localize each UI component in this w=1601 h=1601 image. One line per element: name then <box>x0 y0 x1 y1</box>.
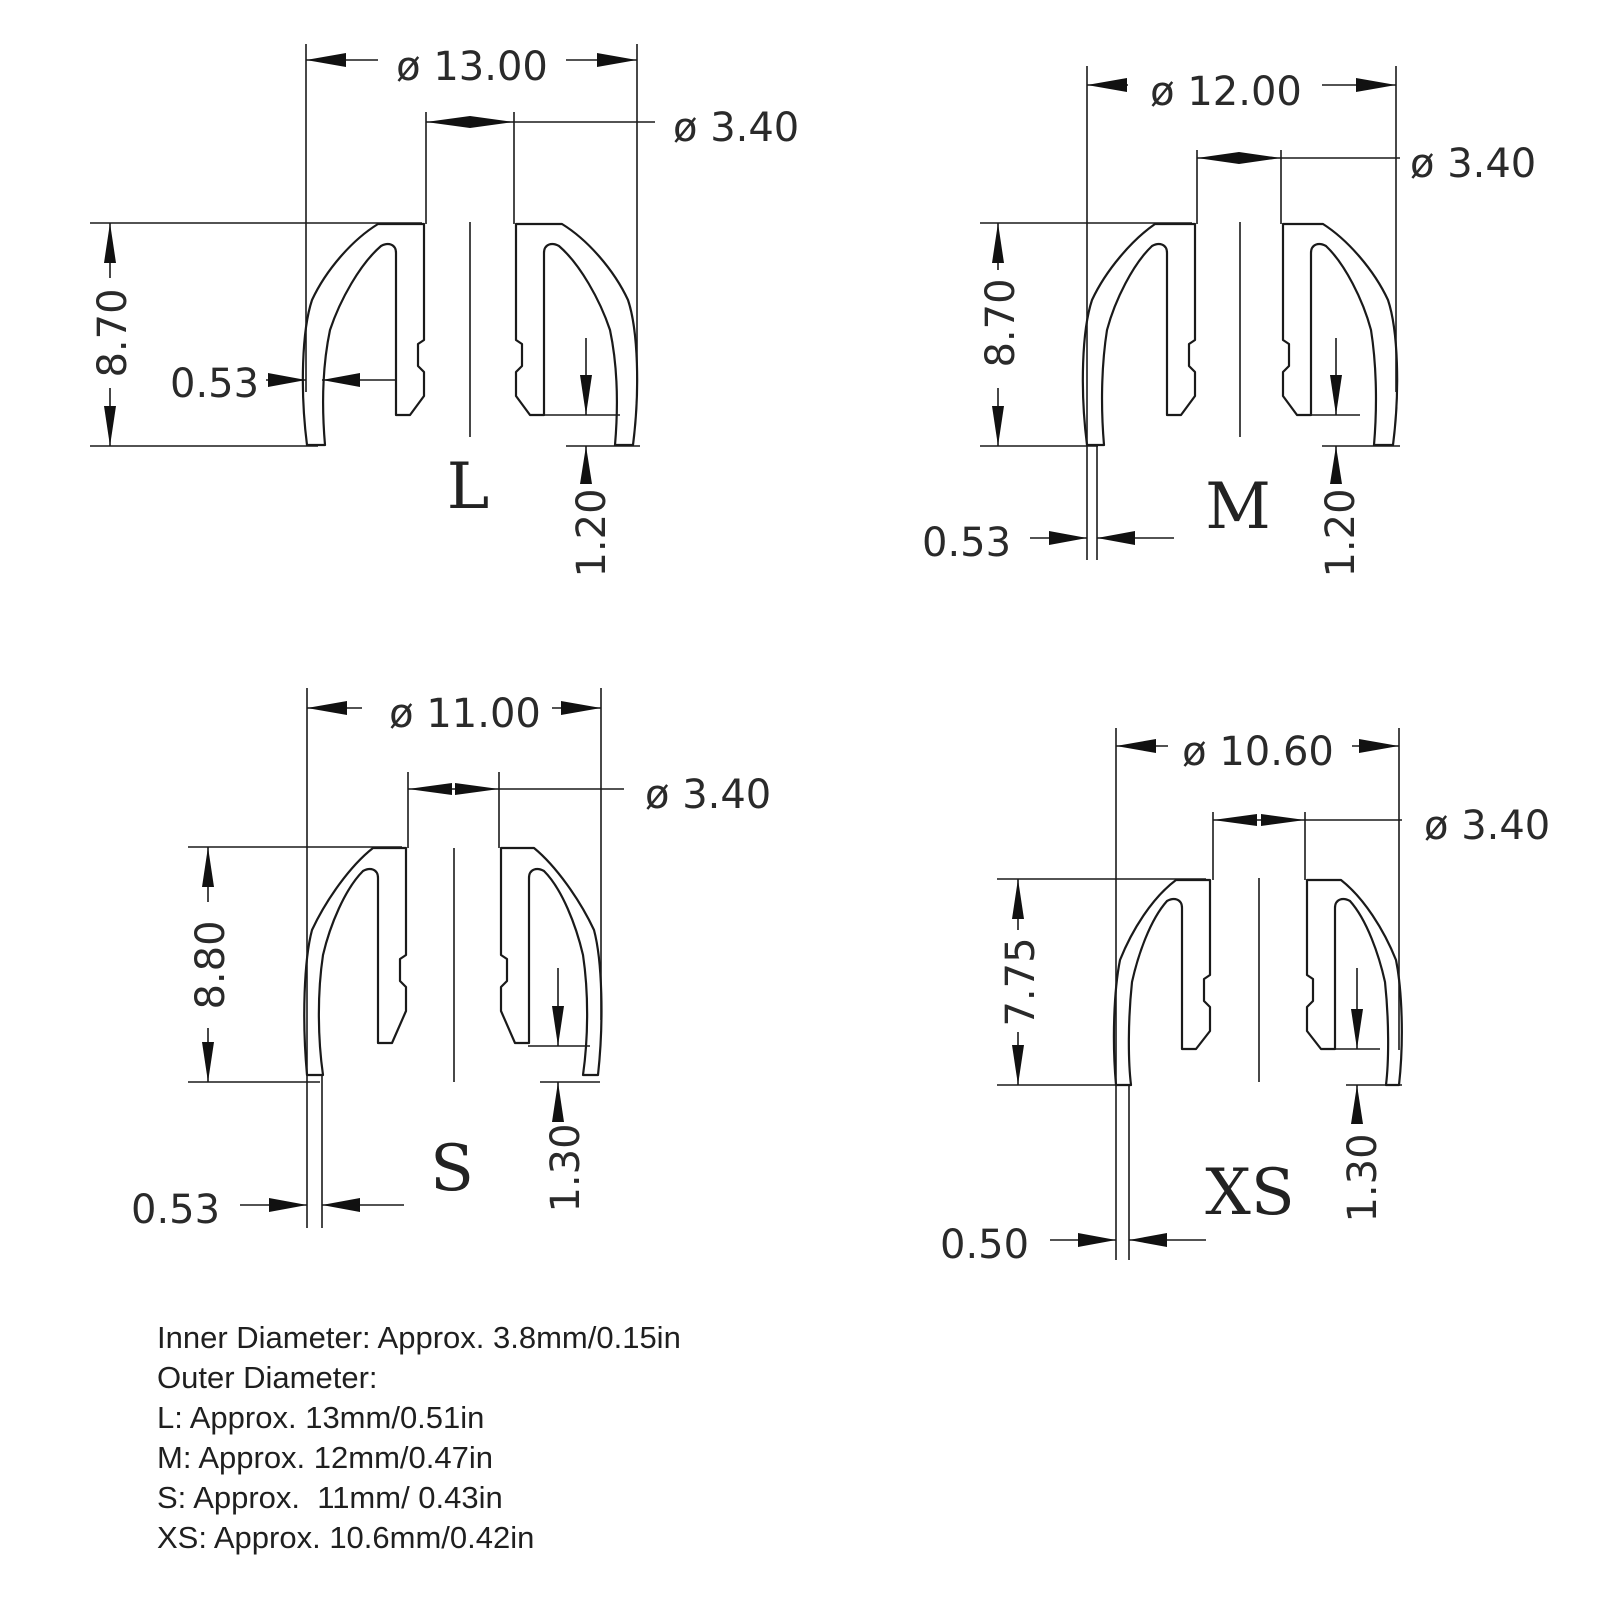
inner-diameter-label-xs: ø 3.40 <box>1424 803 1550 849</box>
outer-diameter-label-l: ø 13.00 <box>396 44 548 90</box>
view-l: ø 13.00 ø 3.40 8.70 0.53 1.20 L <box>90 44 799 578</box>
profile-l <box>301 222 639 447</box>
view-s: ø 11.00 ø 3.40 8.80 0.53 1.30 S <box>131 688 771 1233</box>
profile-xs <box>1112 878 1403 1087</box>
inner-diameter-note: Inner Diameter: Approx. 3.8mm/0.15in <box>157 1320 681 1355</box>
outer-diameter-label-xs: ø 10.60 <box>1182 729 1334 775</box>
outer-diameter-note-l: L: Approx. 13mm/0.51in <box>157 1400 485 1435</box>
size-label-l: L <box>447 450 490 524</box>
wall-label-m: 0.53 <box>922 520 1011 566</box>
size-label-m: M <box>1205 470 1271 544</box>
outer-diameter-label-s: ø 11.00 <box>389 691 541 737</box>
height-label-xs: 7.75 <box>998 937 1044 1026</box>
dimension-notes: Inner Diameter: Approx. 3.8mm/0.15in Out… <box>157 1318 681 1558</box>
height-label-m: 8.70 <box>978 278 1024 367</box>
height-label-s: 8.80 <box>188 920 234 1009</box>
inner-diameter-label-l: ø 3.40 <box>673 105 799 151</box>
tip-label-l: 1.20 <box>569 488 615 577</box>
profile-s <box>303 846 603 1082</box>
tip-label-m: 1.20 <box>1318 488 1364 577</box>
inner-diameter-label-s: ø 3.40 <box>645 772 771 818</box>
outer-diameter-note-xs: XS: Approx. 10.6mm/0.42in <box>157 1520 535 1555</box>
outer-diameter-note-m: M: Approx. 12mm/0.47in <box>157 1440 493 1475</box>
size-label-xs: XS <box>1205 1156 1294 1230</box>
view-xs: ø 10.60 ø 3.40 7.75 0.50 1.30 XS <box>940 728 1550 1268</box>
outer-diameter-label-m: ø 12.00 <box>1150 69 1302 115</box>
wall-label-s: 0.53 <box>131 1187 220 1233</box>
outer-diameter-note-s: S: Approx. 11mm/ 0.43in <box>157 1480 503 1515</box>
view-m: ø 12.00 ø 3.40 8.70 0.53 1.20 M <box>922 66 1536 578</box>
size-label-s: S <box>430 1132 474 1206</box>
outer-diameter-heading: Outer Diameter: <box>157 1360 378 1395</box>
inner-diameter-label-m: ø 3.40 <box>1410 141 1536 187</box>
tip-label-xs: 1.30 <box>1340 1133 1386 1222</box>
wall-label-l: 0.53 <box>170 361 259 407</box>
wall-label-xs: 0.50 <box>940 1222 1029 1268</box>
profile-m <box>1081 222 1399 447</box>
height-label-l: 8.70 <box>90 288 136 377</box>
tip-label-s: 1.30 <box>543 1123 589 1212</box>
